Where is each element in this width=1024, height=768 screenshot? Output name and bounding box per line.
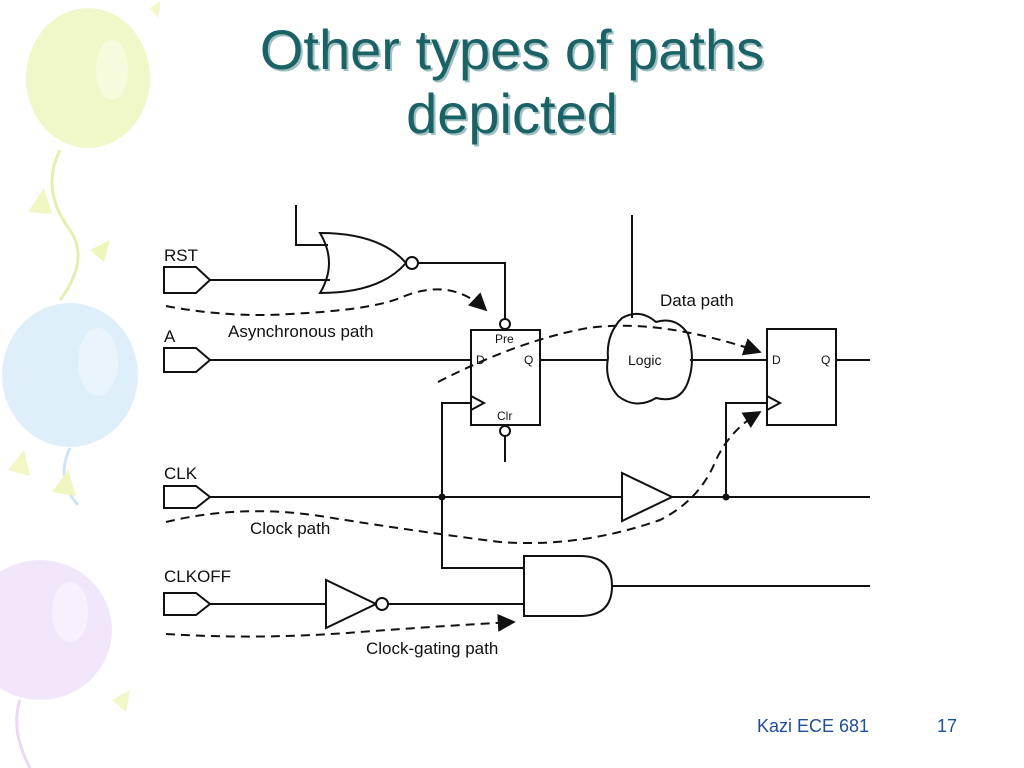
clk-junction-1 xyxy=(438,493,446,501)
yellow-balloon-icon xyxy=(26,1,160,301)
slide-title-line-1: Other types of paths xyxy=(259,18,765,81)
ff1-d-pin: D xyxy=(476,353,485,367)
slide-title-line-2: depicted xyxy=(406,82,618,145)
ff2-q-pin: Q xyxy=(821,353,830,367)
blue-balloon-icon xyxy=(2,303,138,507)
clkoff-inverter xyxy=(325,578,389,630)
clock-buffer xyxy=(621,471,675,523)
clkoff-input-port: CLKOFF xyxy=(163,567,231,616)
clock-path-label: Clock path xyxy=(250,519,330,538)
nor-gate xyxy=(318,231,419,295)
a-input-port: A xyxy=(163,327,212,373)
rst-label: RST xyxy=(164,246,198,265)
clock-path-arrow xyxy=(165,411,762,545)
data-path-arrow xyxy=(437,324,762,383)
nor-input-wire-top xyxy=(295,205,328,246)
ff1-clr-pin: Clr xyxy=(497,409,512,423)
clock-gating-path-arrow xyxy=(165,613,516,638)
ff1-q-pin: Q xyxy=(524,353,533,367)
clk-junction-2 xyxy=(722,493,730,501)
clock-gating-path-label: Clock-gating path xyxy=(366,639,498,658)
flip-flop-1: D Q Pre Clr xyxy=(470,318,541,437)
ff2-clk-wire xyxy=(725,402,767,497)
purple-balloon-icon xyxy=(0,560,130,768)
clk-input-port: CLK xyxy=(163,464,212,509)
clk-label: CLK xyxy=(164,464,198,483)
logic-cloud: Logic xyxy=(606,312,693,405)
asynchronous-path-label: Asynchronous path xyxy=(228,322,374,341)
logic-label: Logic xyxy=(628,352,661,368)
balloon-decoration xyxy=(0,1,160,768)
asynchronous-path-arrow xyxy=(165,288,488,316)
slide-number: 17 xyxy=(937,716,958,736)
ff1-pre-pin: Pre xyxy=(495,332,514,346)
ff2-d-pin: D xyxy=(772,353,781,367)
clkoff-label: CLKOFF xyxy=(164,567,231,586)
data-path-label: Data path xyxy=(660,291,734,310)
a-label: A xyxy=(164,327,176,346)
and-gate xyxy=(523,555,614,617)
and-input-wire-top xyxy=(441,497,524,569)
flip-flop-2: D Q xyxy=(766,328,837,426)
footer-text: Kazi ECE 681 xyxy=(757,716,870,736)
slide-title: Other types of paths depicted xyxy=(140,18,884,146)
rst-input-port: RST xyxy=(163,246,212,294)
ff1-clk-wire xyxy=(441,402,471,497)
nor-output-wire xyxy=(418,262,506,320)
